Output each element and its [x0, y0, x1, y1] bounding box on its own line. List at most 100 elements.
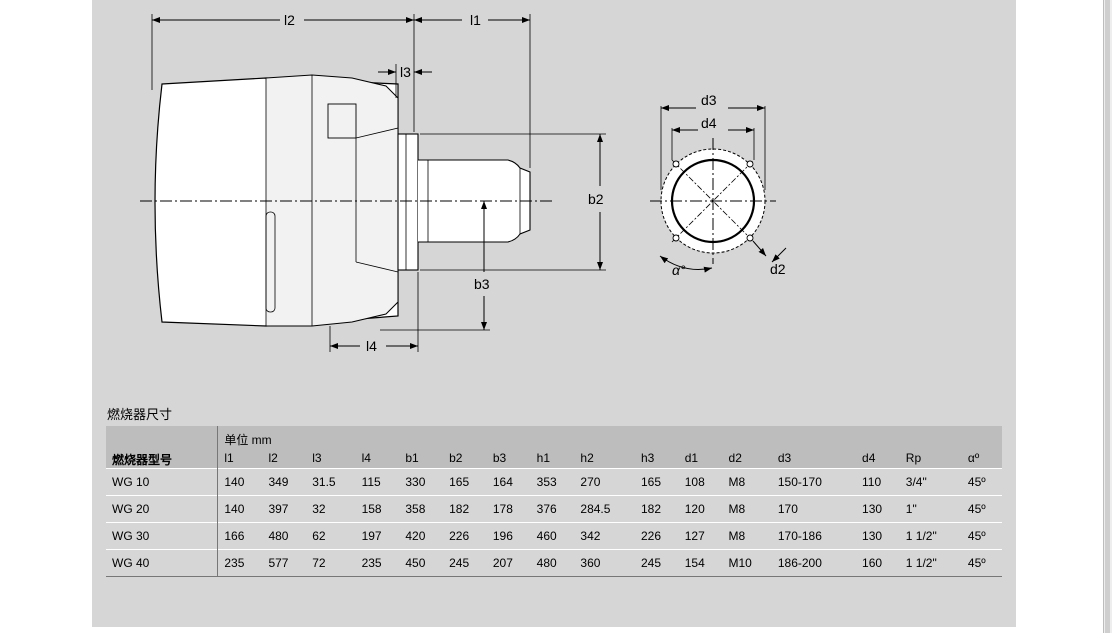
table-cell: 165 [634, 468, 679, 496]
table-cell: 342 [574, 522, 635, 550]
table-cell: 45º [961, 468, 1002, 496]
label-b2: b2 [588, 191, 604, 207]
col-header: b2 [443, 448, 487, 469]
table-cell: M8 [722, 495, 772, 523]
model-cell: WG 20 [106, 495, 219, 523]
col-header: αº [961, 448, 1002, 469]
table-cell: 480 [262, 522, 307, 550]
table-row: WG 40 235 577 72 235 450 245 207 480 360… [106, 549, 1002, 577]
scrollbar-thumb[interactable] [1105, 0, 1110, 633]
col-header: d1 [678, 448, 723, 469]
table-cell: M10 [722, 549, 772, 577]
col-header: h3 [634, 448, 679, 469]
vertical-scrollbar[interactable] [1103, 0, 1112, 633]
table-cell: 235 [217, 549, 263, 577]
label-l1: l1 [470, 12, 481, 28]
table-cell: 460 [530, 522, 575, 550]
label-l3: l3 [400, 64, 411, 80]
table-cell: 270 [574, 468, 635, 496]
table-cell: 1" [899, 495, 962, 523]
table-cell: 166 [217, 522, 263, 550]
model-column-header: 燃烧器型号 [106, 426, 219, 469]
table-cell: 245 [634, 549, 679, 577]
table-cell: 480 [530, 549, 575, 577]
col-header: l1 [217, 448, 263, 469]
burner-dimension-drawing: l2 l1 l3 l4 b2 b3 d3 d4 α° d2 [140, 12, 787, 354]
table-cell: 420 [399, 522, 444, 550]
table-cell: 196 [486, 522, 531, 550]
table-cell: 245 [443, 549, 487, 577]
unit-header: 单位 mm [217, 426, 1002, 448]
col-header: h1 [530, 448, 575, 469]
table-cell: 120 [678, 495, 723, 523]
table-cell: 235 [355, 549, 400, 577]
col-header: h2 [574, 448, 635, 469]
table-cell: 197 [355, 522, 400, 550]
table-cell: 164 [486, 468, 531, 496]
label-l2: l2 [284, 12, 295, 28]
table-cell: 182 [443, 495, 487, 523]
table-cell: 349 [262, 468, 307, 496]
label-d3: d3 [701, 92, 717, 108]
table-cell: 127 [678, 522, 723, 550]
col-header: l2 [262, 448, 307, 469]
table-cell: 31.5 [306, 468, 356, 496]
table-cell: 130 [856, 495, 900, 523]
table-cell: M8 [722, 468, 772, 496]
table-row: WG 30 166 480 62 197 420 226 196 460 342… [106, 522, 1002, 550]
flange-front-view [650, 138, 776, 264]
table-cell: 110 [856, 468, 900, 496]
table-cell: 45º [961, 522, 1002, 550]
table-cell: 226 [443, 522, 487, 550]
col-header: Rp [899, 448, 962, 469]
table-cell: 140 [217, 495, 263, 523]
table-cell: 207 [486, 549, 531, 577]
col-header: l4 [355, 448, 400, 469]
table-cell: 45º [961, 549, 1002, 577]
table-cell: 186-200 [771, 549, 857, 577]
table-cell: 158 [355, 495, 400, 523]
col-header: b1 [399, 448, 444, 469]
table-cell: 450 [399, 549, 444, 577]
burner-dimension-table: 燃烧器型号 单位 mm l1 l2 l3 l4 b1 b2 b3 h1 h2 h… [106, 426, 1002, 577]
table-cell: 154 [678, 549, 723, 577]
model-cell: WG 10 [106, 468, 219, 496]
table-cell: 178 [486, 495, 531, 523]
table-cell: 150-170 [771, 468, 857, 496]
table-cell: 360 [574, 549, 635, 577]
label-d4: d4 [701, 115, 717, 131]
table-cell: 330 [399, 468, 444, 496]
col-header: d4 [856, 448, 900, 469]
model-cell: WG 30 [106, 522, 219, 550]
col-header: d3 [771, 448, 857, 469]
table-cell: 577 [262, 549, 307, 577]
table-cell: 170-186 [771, 522, 857, 550]
col-header: b3 [486, 448, 531, 469]
table-caption: 燃烧器尺寸 [107, 407, 173, 422]
table-cell: 182 [634, 495, 679, 523]
table-cell: 160 [856, 549, 900, 577]
table-cell: 226 [634, 522, 679, 550]
label-d2: d2 [770, 261, 786, 277]
table-cell: 376 [530, 495, 575, 523]
label-alpha: α° [672, 262, 686, 278]
table-cell: 72 [306, 549, 356, 577]
table-cell: 170 [771, 495, 857, 523]
table-cell: 1 1/2" [899, 522, 962, 550]
table-cell: 32 [306, 495, 356, 523]
table-row: WG 20 140 397 32 158 358 182 178 376 284… [106, 495, 1002, 523]
table-row: WG 10 140 349 31.5 115 330 165 164 353 2… [106, 468, 1002, 496]
column-header-row: l1 l2 l3 l4 b1 b2 b3 h1 h2 h3 d1 d2 d3 d… [106, 448, 1002, 469]
table-cell: 130 [856, 522, 900, 550]
table-cell: 284.5 [574, 495, 635, 523]
table-cell: M8 [722, 522, 772, 550]
col-header: l3 [306, 448, 356, 469]
table-cell: 108 [678, 468, 723, 496]
table-cell: 115 [355, 468, 400, 496]
flange [397, 133, 419, 271]
table-cell: 1 1/2" [899, 549, 962, 577]
col-header: d2 [722, 448, 772, 469]
table-cell: 45º [961, 495, 1002, 523]
blast-tube [418, 159, 531, 243]
table-cell: 353 [530, 468, 575, 496]
